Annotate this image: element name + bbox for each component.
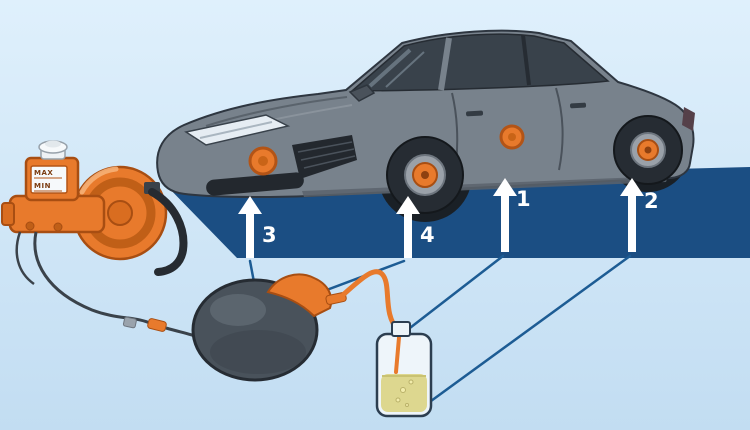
rear-door-seam — [555, 87, 564, 171]
cylinder-port-2 — [53, 222, 63, 232]
vacuum-pump — [191, 273, 347, 382]
line-union-fitting — [122, 316, 137, 329]
arrow-step-2 — [620, 178, 644, 252]
cylinder-port-1 — [25, 221, 35, 231]
headlight-line — [199, 121, 273, 139]
grille — [292, 135, 357, 179]
step-label-3: 3 — [262, 223, 277, 247]
reservoir-max-label: MAX — [34, 169, 53, 177]
pump-highlight — [210, 294, 266, 326]
grille-slat-2 — [300, 148, 355, 161]
pump-nozzle — [325, 292, 347, 305]
pump-shade — [210, 330, 306, 374]
pump-handle — [266, 273, 333, 318]
connector-line-step2 — [429, 254, 632, 403]
windshield-reflection-2 — [385, 51, 425, 88]
a-pillar — [438, 37, 452, 91]
connector-line-step1 — [404, 254, 505, 333]
sedan-car — [156, 29, 695, 222]
hood-crease — [205, 96, 348, 127]
booster-lever — [148, 188, 188, 276]
arrow-step-3 — [238, 196, 262, 258]
catch-bottle — [375, 321, 433, 418]
reservoir-level-label — [30, 165, 68, 194]
front-wheel — [386, 136, 464, 214]
lower-intake — [206, 172, 304, 196]
front-door-handle — [466, 110, 484, 117]
sequence-arrows: 3 4 1 2 — [238, 178, 659, 258]
rear-hub-center — [644, 146, 652, 154]
bottle-neck — [391, 321, 411, 337]
master-cylinder-assembly: MAX MIN — [1, 140, 199, 339]
orange-fitting — [147, 318, 167, 332]
bottle-bubbles — [395, 379, 414, 407]
step-label-4: 4 — [420, 223, 435, 247]
step-label-1: 1 — [516, 187, 531, 211]
arrow-step-1 — [493, 178, 517, 252]
reservoir-min-label: MIN — [34, 182, 51, 190]
car-glass — [349, 33, 610, 92]
grille-slat-3 — [303, 155, 356, 169]
windshield-reflection — [368, 48, 412, 88]
booster-hub — [107, 200, 133, 226]
grille-slat-1 — [297, 141, 353, 153]
cylinder-end-cap — [1, 202, 15, 226]
rear-door-handle — [570, 102, 587, 109]
bottle-fluid — [381, 374, 427, 412]
tail-light — [682, 107, 695, 131]
reservoir-cap-top — [45, 140, 61, 148]
booster-highlight — [79, 166, 119, 195]
rear-wheel — [613, 115, 683, 185]
b-pillar — [521, 34, 531, 86]
brake-line-tube-2 — [15, 231, 35, 286]
bleed-point-front-bumper-center — [258, 156, 268, 166]
front-hub-center — [421, 171, 429, 179]
arrow-step-4 — [396, 196, 420, 258]
bleed-point-rear-door-center — [508, 133, 516, 141]
step-label-2: 2 — [644, 189, 659, 213]
pump-hose — [341, 269, 401, 333]
side-mirror — [348, 84, 376, 102]
